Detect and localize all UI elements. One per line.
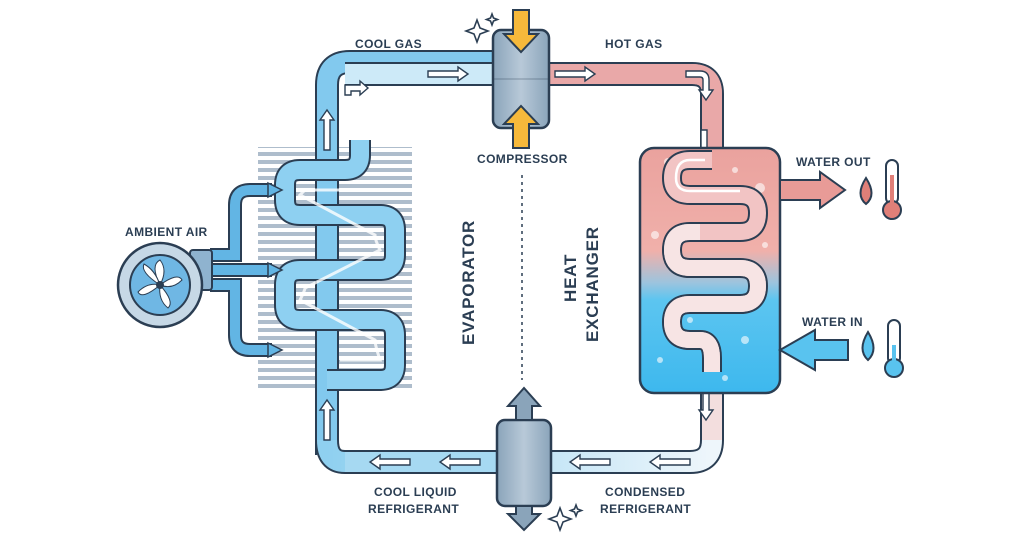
air-ducts xyxy=(210,181,284,359)
water-out-label: WATER OUT xyxy=(796,155,871,169)
compressor-arrow-down xyxy=(501,9,541,54)
cool-gas-label: COOL GAS xyxy=(355,37,422,51)
cool-liquid-label-line1: COOL LIQUID xyxy=(374,485,457,499)
compressor-arrow-up xyxy=(501,104,541,149)
sparkle-icon xyxy=(463,11,584,533)
compressor xyxy=(491,9,551,149)
water-in-pipe xyxy=(777,328,849,372)
water-in-label: WATER IN xyxy=(802,315,863,329)
heat-exchanger-label-line2: EXCHANGER xyxy=(583,226,602,342)
heat-exchanger-tank xyxy=(638,146,782,395)
thermometer-icon xyxy=(884,319,904,378)
water-out-pipe xyxy=(779,170,847,210)
heat-exchanger-label-line1: HEAT xyxy=(561,254,580,302)
compressor-label: COMPRESSOR xyxy=(477,152,568,166)
flow-arrows xyxy=(318,65,715,471)
evaporator-coil xyxy=(274,140,406,391)
condensed-label-line2: REFRIGERANT xyxy=(600,502,691,516)
condensed-label-line1: CONDENSED xyxy=(605,485,685,499)
droplet-icon xyxy=(859,176,873,206)
cool-liquid-label-line2: REFRIGERANT xyxy=(368,502,459,516)
fan-icon xyxy=(116,241,213,329)
expansion-valve xyxy=(495,386,553,532)
hot-gas-label: HOT GAS xyxy=(605,37,662,51)
evaporator-label: EVAPORATOR xyxy=(459,220,478,345)
thermometer-icon xyxy=(882,159,902,220)
droplet-icon xyxy=(861,330,875,362)
ambient-air-label: AMBIENT AIR xyxy=(125,225,208,239)
